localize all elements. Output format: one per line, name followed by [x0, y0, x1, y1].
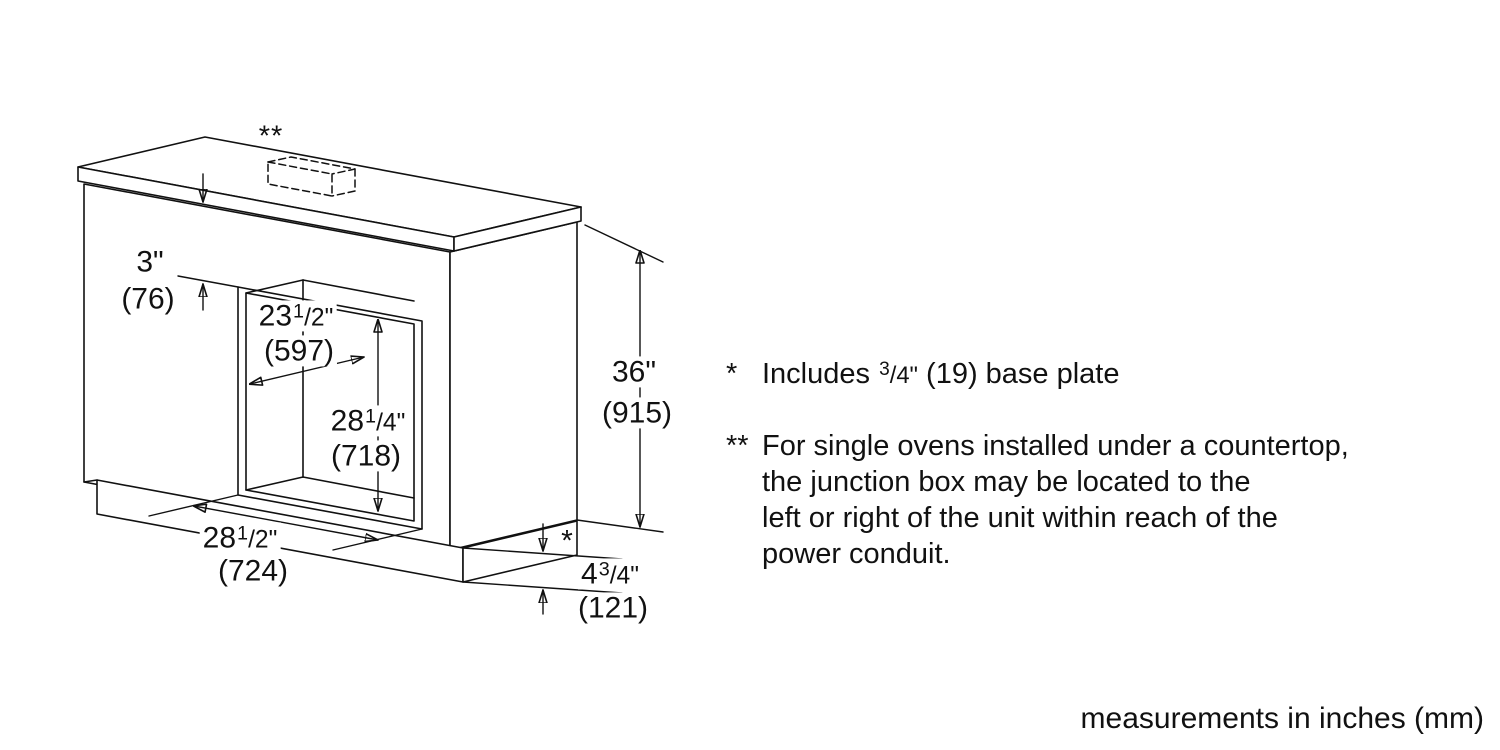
dim-base-height-label-in: 43/4"	[578, 557, 642, 591]
junction-box-dashed	[267, 156, 356, 197]
dim-base-height-star: *	[561, 524, 573, 558]
cavity-floor-left-line	[245, 476, 304, 491]
note2-line-4: power conduit.	[762, 538, 951, 570]
note-base-plate-text: Includes 3/4" (19) base plate	[762, 356, 1120, 396]
note-base-plate-marker: *	[726, 358, 738, 390]
note-junction-box-marker: **	[726, 430, 749, 462]
cabinet-side-panel	[449, 221, 578, 551]
dim-niche-height-label-in: 281/4"	[327, 404, 409, 438]
dim-niche-width-label-in: 281/2"	[199, 521, 281, 555]
dim-base-ext-top	[462, 547, 623, 560]
niche-depth-numerator: 1	[293, 300, 305, 323]
note-junction-box-text: For single ovens installed under a count…	[762, 428, 1349, 572]
note-junction-box: ** For single ovens installed under a co…	[726, 428, 1349, 572]
dimension-lines	[148, 173, 664, 615]
dim-niche-width-label-mm: (724)	[214, 555, 292, 587]
niche-width-denominator: /2"	[248, 526, 278, 554]
junction-box-front-face	[267, 161, 333, 197]
note1-post: (19) base plate	[917, 358, 1120, 390]
cutout-inner-frame	[245, 292, 415, 522]
base-height-numerator: 3	[598, 558, 610, 581]
base-step-left-line	[83, 479, 98, 483]
dim-niche-height-label-mm: (718)	[327, 440, 405, 472]
junction-box-marker: **	[258, 120, 284, 153]
niche-depth-denominator: /2"	[304, 304, 334, 332]
note1-pre: Includes	[762, 358, 879, 390]
note2-line-1: For single ovens installed under a count…	[762, 430, 1349, 462]
dim-niche-width-arrow	[194, 506, 378, 540]
dim-counter-height-label-mm: (915)	[598, 397, 676, 429]
niche-height-numerator: 1	[365, 405, 377, 428]
dim-base-ext-bottom	[462, 581, 623, 594]
niche-depth-whole: 23	[258, 299, 293, 333]
note1-frac-denominator: /4"	[889, 362, 918, 389]
cavity-back-bottom-edge	[302, 476, 415, 499]
dim-base-height-label-mm: (121)	[574, 592, 652, 624]
niche-height-whole: 28	[330, 404, 365, 438]
junction-box-right-face	[331, 168, 356, 197]
niche-width-numerator: 1	[237, 522, 249, 545]
countertop	[77, 136, 582, 252]
dim-niche-depth-arrow	[250, 357, 364, 384]
countertop-right-edge	[453, 206, 582, 252]
base-height-denominator: /4"	[609, 562, 639, 590]
cavity-back-top-edge	[302, 279, 415, 302]
cavity-ceiling-left-line	[245, 279, 304, 294]
note2-line-2: the junction box may be located to the	[762, 466, 1251, 498]
note2-line-3: left or right of the unit within reach o…	[762, 502, 1278, 534]
note1-frac-numerator: 3	[879, 358, 890, 380]
niche-width-whole: 28	[202, 521, 237, 555]
dim-counter-height-ext-top	[584, 224, 664, 263]
junction-box-top-face	[267, 156, 356, 175]
dim-top-gap-label-in: 3"	[133, 246, 167, 278]
base-height-whole: 4	[581, 557, 598, 591]
footer-caption: measurements in inches (mm)	[1080, 702, 1484, 735]
niche-height-denominator: /4"	[376, 409, 406, 437]
note-base-plate: * Includes 3/4" (19) base plate	[726, 356, 1120, 396]
dim-niche-depth-label-mm: (597)	[260, 335, 338, 367]
dim-top-gap-ext-line	[177, 275, 239, 288]
dim-counter-height-ext-bottom	[576, 519, 664, 533]
dim-niche-depth-label-in: 231/2"	[255, 299, 337, 333]
dim-top-gap-label-mm: (76)	[118, 283, 178, 315]
dim-counter-height-label-in: 36"	[608, 356, 660, 388]
